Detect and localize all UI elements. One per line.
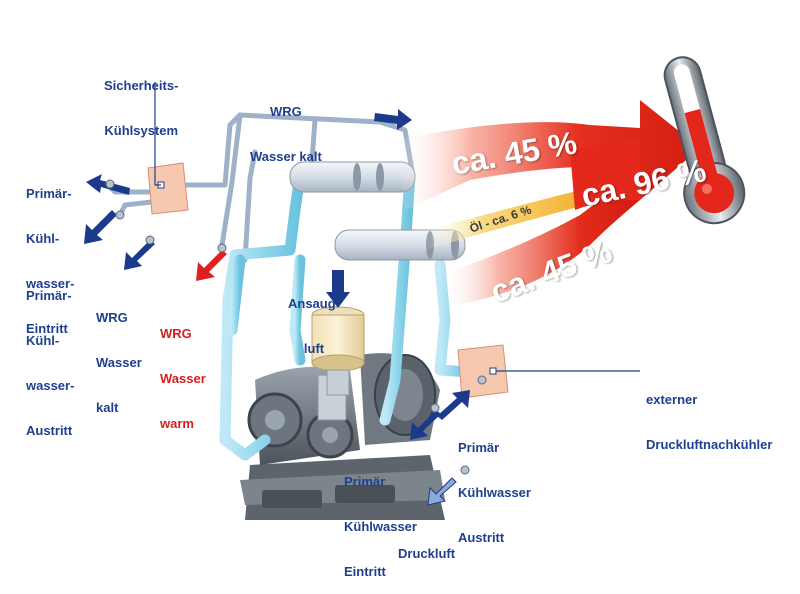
- arrow-ansaugluft: [326, 270, 350, 308]
- label-line: Druckluftnachkühler: [646, 437, 773, 452]
- air-filter-icon: [311, 306, 365, 396]
- heat-total-arrow: [570, 138, 640, 210]
- label-line: warm: [160, 416, 194, 431]
- label-line: Primär: [458, 440, 500, 455]
- label-wrg-wasser-kalt-bottom: WRG Wasser kalt: [96, 280, 142, 430]
- label-line: Ansaug-: [288, 296, 340, 311]
- label-ansaugluft: Ansaug- luft: [288, 266, 340, 371]
- label-line: Wasser kalt: [250, 149, 322, 164]
- label-primaer-eintritt-left: Primär- Kühl- wasser- Eintritt: [26, 156, 74, 351]
- label-externer-druckluftnachkuehler: externer Druckluftnachkühler: [646, 362, 772, 467]
- label-line: Sicherheits-: [104, 78, 179, 93]
- label-line: WRG: [270, 104, 302, 119]
- label-line: Kühlsystem: [104, 123, 179, 138]
- heat-band-top: [395, 100, 700, 210]
- label-line: Primär: [344, 474, 386, 489]
- oil-band: [420, 185, 605, 250]
- label-primaer-austritt-right: Primär Kühlwasser Austritt: [458, 410, 531, 560]
- cooling-water-pipes: [219, 169, 476, 461]
- safety-cooler-box: [147, 162, 189, 215]
- leader-lines: [154, 82, 640, 372]
- label-line: Wasser: [160, 371, 206, 386]
- label-line: wasser-: [26, 378, 75, 393]
- label-line: wasser-: [26, 276, 75, 291]
- label-line: externer: [646, 392, 698, 407]
- label-primaer-austritt-left: Primär- Kühl- wasser- Austritt: [26, 258, 74, 453]
- label-line: Primär-: [26, 288, 72, 303]
- label-druckluft: Druckluft: [398, 516, 455, 576]
- label-line: luft: [303, 341, 325, 356]
- arrow-wrg-warm: [196, 250, 227, 281]
- arrow-primaer-out-right: [437, 390, 470, 420]
- label-line: Austritt: [458, 530, 505, 545]
- label-line: Kühl-: [26, 333, 60, 348]
- label-line: Kühlwasser: [344, 519, 417, 534]
- heat-flow-arrows: [395, 100, 700, 305]
- arrow-primaer-out-left: [84, 210, 117, 244]
- thermometer-icon: [663, 56, 746, 225]
- label-line: Eintritt: [26, 321, 68, 336]
- label-sicherheits-kuehlsystem: Sicherheits- Kühlsystem: [104, 48, 178, 153]
- label-line: Druckluft: [398, 546, 456, 561]
- external-aftercooler-box: [457, 344, 509, 399]
- flow-direction-arrows: [84, 109, 470, 506]
- heat-exchanger-upper: [289, 161, 416, 193]
- label-line: WRG: [160, 326, 192, 341]
- label-line: Kühlwasser: [458, 485, 531, 500]
- arrow-wrg-kalt-bottom: [124, 240, 155, 270]
- arrow-primaer-in-bottom: [410, 410, 441, 440]
- heat-band-bottom: [440, 178, 640, 305]
- label-line: Wasser: [96, 355, 142, 370]
- label-line: Kühl-: [26, 231, 60, 246]
- label-wrg-wasser-warm: WRG Wasser warm: [160, 296, 206, 446]
- label-line: Austritt: [26, 423, 73, 438]
- label-line: Primär-: [26, 186, 72, 201]
- valve-markers: [105, 179, 487, 475]
- arrow-druckluft: [427, 477, 457, 506]
- label-line: kalt: [96, 400, 119, 415]
- label-wrg-wasser-kalt-top: WRG Wasser kalt: [250, 74, 322, 179]
- arrow-wrg-top: [374, 109, 412, 130]
- label-line: WRG: [96, 310, 128, 325]
- heat-recovery-diagram: [84, 56, 746, 520]
